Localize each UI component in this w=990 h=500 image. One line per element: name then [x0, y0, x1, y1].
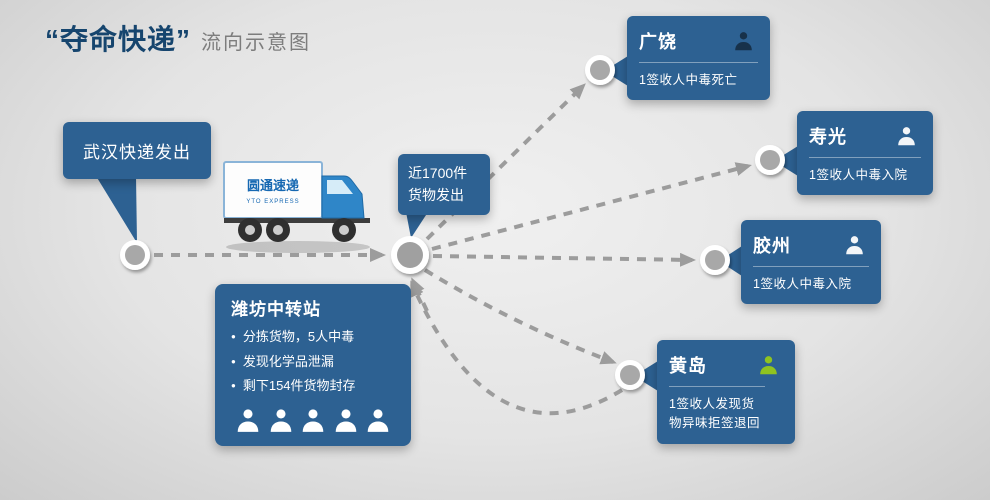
dest-name: 寿光 [809, 127, 847, 147]
person-icon [237, 409, 259, 432]
transfer-bullet-1: 分拣货物，5人中毒 [231, 325, 395, 350]
shipment-line2: 货物发出 [408, 186, 464, 203]
page-title-suffix: 流向示意图 [201, 32, 312, 54]
flow-line-hub-to-shouguang [431, 162, 752, 251]
person-icon [846, 235, 863, 254]
guangrao-box-tail [604, 56, 628, 86]
transfer-bullet-2: 发现化学品泄漏 [231, 350, 395, 375]
transfer-station-box: 潍坊中转站 分拣货物，5人中毒 发现化学品泄漏 剩下154件货物封存 [215, 284, 411, 447]
bubble-tails [96, 56, 798, 391]
shipment-box: 近1700件 货物发出 [398, 154, 490, 216]
origin-bubble-tail [96, 176, 137, 243]
person-icon [735, 31, 752, 50]
dest-name: 广饶 [639, 32, 677, 52]
shouguang-box-tail [774, 146, 798, 176]
dest-caption: 1签收人中毒入院 [753, 266, 869, 294]
huangdao-box-tail [634, 361, 658, 391]
flow-line-huangdao-return [410, 280, 624, 416]
truck-brand-en: YTO EXPRESS [246, 199, 299, 205]
flow-line-transfer-to-hub [411, 277, 429, 312]
dest-title-row: 寿光 [809, 123, 921, 149]
dest-box-jiaozhou: 胶州 1签收人中毒入院 [741, 220, 881, 305]
flow-line-hub-to-huangdao [423, 268, 617, 365]
flow-line-hub-to-jiaozhou [432, 252, 696, 267]
dest-caption: 1签收人发现货物异味拒签退回 [669, 386, 765, 434]
page-title: “夺命快递” 流向示意图 [45, 18, 311, 58]
dest-box-huangdao: 黄岛 1签收人发现货物异味拒签退回 [657, 340, 795, 444]
truck-illustration: 圆通速递 YTO EXPRESS [220, 150, 380, 254]
transfer-bullet-3: 剩下154件货物封存 [231, 374, 395, 399]
truck-brand-cn: 圆通速递 [247, 178, 299, 193]
origin-bubble: 武汉快递发出 [63, 122, 211, 179]
dest-box-guangrao: 广饶 1签收人中毒死亡 [627, 16, 770, 101]
shipment-line1: 近1700件 [408, 165, 468, 181]
jiaozhou-box-tail [719, 246, 742, 276]
node-huangdao [615, 360, 645, 390]
truck-graphic: 圆通速递 YTO EXPRESS [223, 161, 370, 253]
poisoned-people-icons [231, 408, 395, 434]
person-icon [302, 409, 324, 432]
shipment-box-tail [406, 212, 428, 238]
person-icon [898, 126, 915, 145]
page-title-quoted: “夺命快递” [45, 24, 192, 55]
flow-nodes [120, 55, 785, 390]
dest-name: 胶州 [753, 236, 791, 256]
node-hub [391, 236, 429, 274]
person-icon [270, 409, 291, 432]
dest-title-row: 黄岛 [669, 352, 783, 378]
node-jiaozhou [700, 245, 730, 275]
node-origin [120, 240, 150, 270]
person-icon [760, 355, 777, 374]
truck-shadow [226, 241, 370, 253]
dest-box-shouguang: 寿光 1签收人中毒入院 [797, 111, 933, 196]
person-icon [335, 409, 356, 432]
dest-caption: 1签收人中毒死亡 [639, 62, 758, 90]
person-icon [367, 409, 389, 432]
dest-caption: 1签收人中毒入院 [809, 157, 921, 185]
truck-wheels [238, 218, 356, 242]
origin-label: 武汉快递发出 [83, 143, 191, 162]
transfer-title: 潍坊中转站 [231, 300, 321, 319]
dest-name: 黄岛 [669, 356, 707, 376]
node-guangrao [585, 55, 615, 85]
node-shouguang [755, 145, 785, 175]
dest-title-row: 广饶 [639, 28, 758, 54]
truck-window [327, 180, 353, 194]
dest-title-row: 胶州 [753, 232, 869, 258]
truck-chassis [224, 218, 370, 223]
